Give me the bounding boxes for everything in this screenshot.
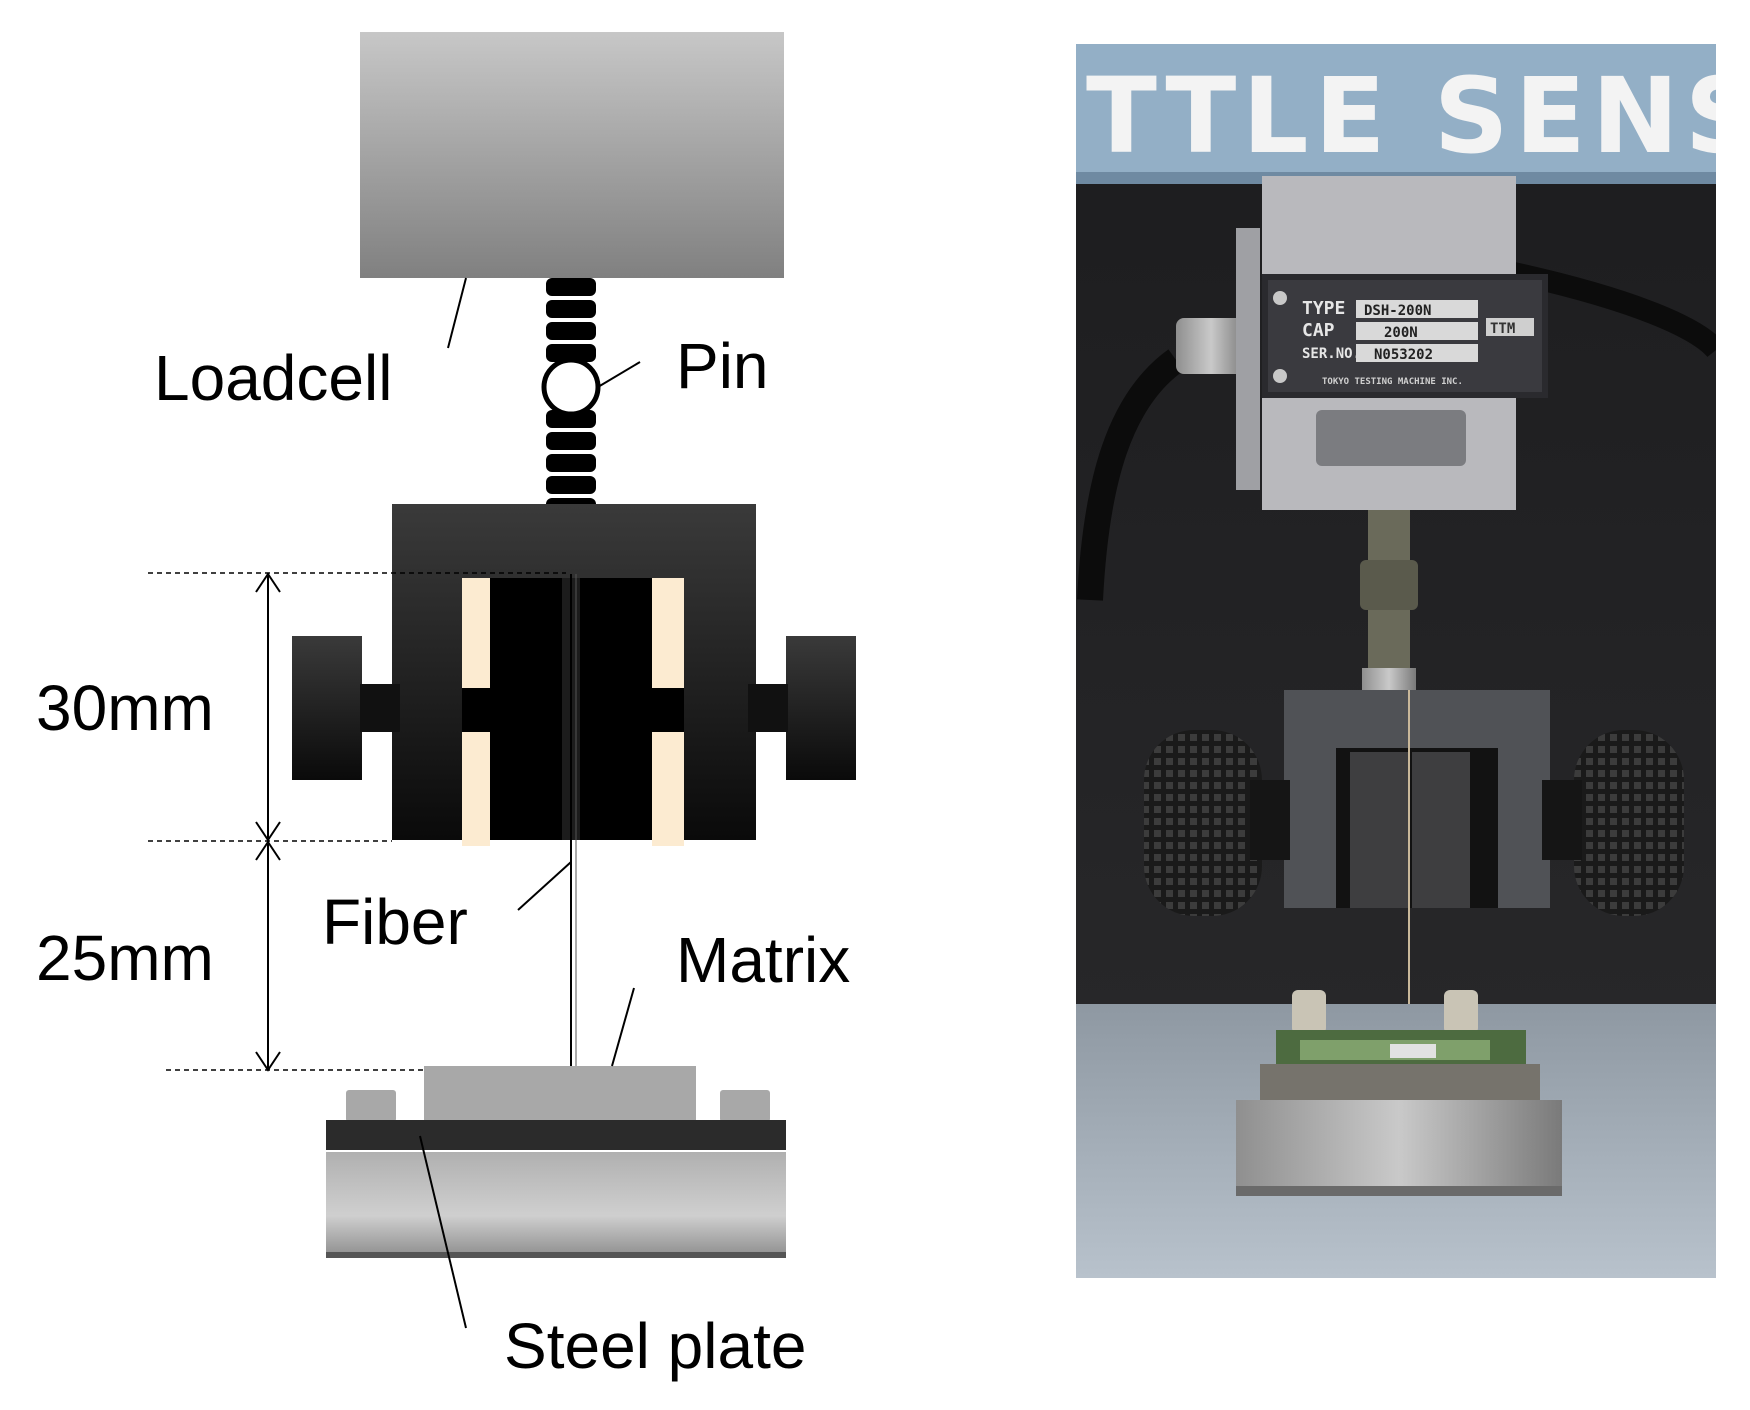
nameplate-cap-label: CAP xyxy=(1302,320,1335,341)
photo-knob-left xyxy=(1144,730,1262,916)
fiber-label: Fiber xyxy=(322,886,468,958)
schematic: Loadcell Pin 30mm Fiber 25mm Matrix Stee… xyxy=(36,32,856,1382)
nameplate-ser-value: N053202 xyxy=(1374,347,1433,363)
machine-banner xyxy=(1076,44,1716,184)
photo: TTLE SENS TYPE CAP SER.NO. DSH-200N xyxy=(1076,44,1750,1278)
loadcell-label: Loadcell xyxy=(154,342,392,414)
matrix-label: Matrix xyxy=(676,924,850,996)
nameplate-type-label: TYPE xyxy=(1302,298,1345,319)
base-block xyxy=(326,1152,786,1258)
dimension-lines xyxy=(148,572,566,1072)
leader-lines xyxy=(419,277,641,1329)
clamp-tab-right xyxy=(720,1090,770,1122)
photo-grip xyxy=(1144,690,1684,916)
steel-plate xyxy=(326,1120,786,1150)
nameplate-maker: TOKYO TESTING MACHINE INC. xyxy=(1322,377,1463,387)
pin-label: Pin xyxy=(676,330,769,402)
nameplate-ser-label: SER.NO. xyxy=(1302,346,1361,362)
nameplate-badge: TTM xyxy=(1490,321,1515,337)
dimension-25mm-label: 25mm xyxy=(36,922,214,994)
loadcell-block xyxy=(360,32,784,278)
nameplate-type-value: DSH-200N xyxy=(1364,303,1431,319)
photo-specimen-holder xyxy=(1236,990,1562,1196)
grip xyxy=(292,504,856,846)
dimension-30mm-label: 30mm xyxy=(36,672,214,744)
banner-text: TTLE SENS xyxy=(1086,55,1750,177)
photo-knob-right xyxy=(1574,730,1684,916)
nameplate-cap-value: 200N xyxy=(1384,325,1418,341)
right-knob xyxy=(786,636,856,780)
steel-plate-label: Steel plate xyxy=(504,1310,806,1382)
left-knob xyxy=(292,636,362,780)
pin-circle xyxy=(541,357,601,417)
cable xyxy=(1497,259,1716,358)
loadcell-nameplate: TYPE CAP SER.NO. DSH-200N 200N N053202 T… xyxy=(1262,274,1548,398)
matrix-block xyxy=(424,1066,696,1122)
clamp-tab-left xyxy=(346,1090,396,1122)
